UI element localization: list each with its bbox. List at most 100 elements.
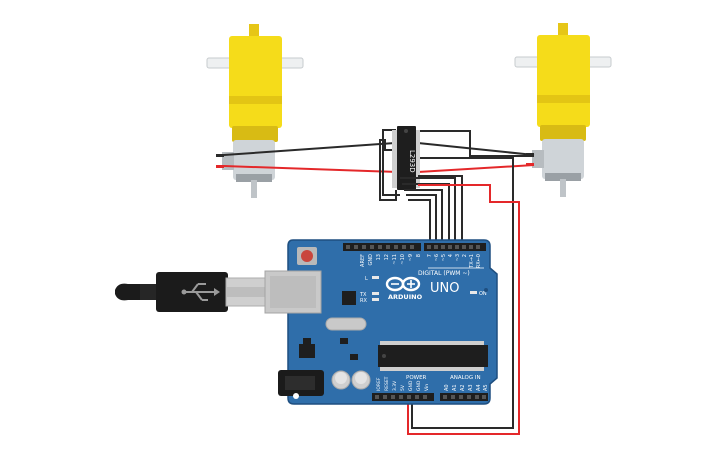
atmega-notch (382, 354, 386, 358)
pin-label-11: ~11 (392, 254, 398, 265)
pin-label-a2: A2 (460, 384, 466, 391)
led-on-label: ON (479, 291, 487, 297)
arduino-brand: ARDUINO (388, 293, 423, 301)
mount-hole-1 (293, 393, 299, 399)
capacitor-2-top (355, 372, 367, 384)
power-pin-labels: IOREF RESET 3.3V 5V GND GND Vin (376, 376, 430, 391)
pin-label-reset: RESET (384, 376, 390, 391)
right-motor-neck (540, 125, 586, 141)
right-motor-top-cap (558, 23, 568, 37)
bottom-header-holes (375, 395, 486, 399)
wire-chip-right-black (411, 157, 514, 429)
wire-right-motor-red (417, 164, 535, 173)
right-motor-body (542, 139, 584, 179)
analog-header-label: ANALOG IN (450, 375, 481, 381)
l293d-chip[interactable]: L293D (392, 126, 420, 190)
left-motor-gearbox-shade (229, 96, 282, 104)
power-jack-inner (285, 376, 315, 390)
analog-header (440, 393, 488, 401)
chip-body (397, 126, 416, 190)
left-motor-axle (251, 180, 257, 198)
smd-part-2 (350, 354, 358, 360)
board-model: UNO (430, 281, 459, 296)
wire-signal-1 (400, 177, 456, 246)
chip-pins-right (414, 130, 420, 188)
led-tx (372, 292, 379, 295)
pin-label-3v3: 3.3V (392, 380, 398, 391)
wire-right-motor-black-2 (396, 130, 534, 157)
analog-pin-labels: A0 A1 A2 A3 A4 A5 (444, 384, 489, 391)
usb-controller-chip (342, 291, 356, 305)
usb-cable-strain (140, 284, 160, 300)
digital-pin-labels: AREF GND 13 12 ~11 ~10 ~9 8 7 ~6 ~5 4 ~3… (360, 254, 482, 269)
left-motor-body (233, 140, 275, 180)
signal-wires (400, 175, 463, 246)
pin-label-0: RX←0 (476, 254, 482, 268)
right-motor[interactable] (514, 23, 612, 197)
crystal (325, 317, 367, 331)
pin-label-4: 4 (448, 254, 454, 257)
pin-label-gnd-1: GND (408, 380, 414, 391)
arduino-uno-board[interactable]: AREF GND 13 12 ~11 ~10 ~9 8 7 ~6 ~5 4 ~3… (115, 239, 498, 405)
wire-signal-4 (406, 194, 437, 246)
wire-right-motor-black-1 (417, 142, 535, 156)
pin-label-a0: A0 (444, 384, 450, 391)
wire-signal-5 (408, 199, 431, 246)
wire-chip-ground-loop (379, 139, 397, 201)
digital-header-label: DIGITAL (PWM ~) (418, 270, 470, 277)
left-motor-neck (232, 126, 278, 142)
led-l-label: L (365, 276, 368, 282)
atmega-chip (378, 345, 488, 367)
right-motor-axle (560, 179, 566, 197)
right-motor-terminal (532, 150, 544, 168)
pin-label-13: 13 (376, 254, 382, 260)
wire-signal-6 (418, 175, 463, 246)
pin-label-7: 7 (427, 254, 433, 257)
pin-label-3: ~3 (455, 254, 461, 261)
led-rx-label: RX (360, 298, 367, 304)
led-on (470, 291, 477, 294)
arduino-logo-icon (385, 276, 421, 292)
reset-button[interactable] (301, 250, 313, 262)
right-motor-cap (545, 173, 581, 181)
pin-label-5: ~5 (441, 254, 447, 261)
led-tx-label: TX (359, 292, 367, 298)
pin-label-8: 8 (416, 254, 422, 257)
voltage-regulator (299, 344, 315, 358)
pin-label-a4: A4 (476, 384, 482, 391)
atmega-pins (380, 341, 484, 371)
left-motor-pin-black (216, 154, 224, 157)
led-l (372, 276, 379, 279)
pin-label-ioref: IOREF (376, 377, 382, 391)
usb-icon (181, 283, 220, 301)
capacitor-1-top (335, 372, 347, 384)
pin-label-10: ~10 (400, 254, 406, 265)
chip-pins-left (392, 130, 398, 188)
pin-label-a5: A5 (483, 384, 489, 391)
smd-part-1 (340, 338, 348, 344)
pin-label-9: ~9 (408, 254, 414, 261)
chip-notch (404, 129, 408, 133)
left-motor-gearbox (229, 36, 282, 128)
led-rx (372, 298, 379, 301)
wire-power-red (407, 184, 520, 435)
voltage-regulator-tab (303, 338, 311, 344)
pin-label-6: ~6 (434, 254, 440, 261)
pin-label-2: 2 (462, 254, 468, 257)
left-motor[interactable] (206, 24, 304, 198)
chip-label: L293D (408, 150, 416, 173)
digital-header-holes (346, 245, 480, 249)
wire-chip-top-loop (382, 129, 400, 196)
pin-label-a1: A1 (452, 384, 458, 391)
pin-label-gnd-2: GND (416, 380, 422, 391)
right-motor-gearbox-shade (537, 95, 590, 103)
mount-hole-2 (484, 288, 488, 292)
pin-label-12: 12 (384, 254, 390, 260)
left-motor-top-cap (249, 24, 259, 38)
pin-label-1: TX→1 (469, 254, 475, 269)
pin-label-aref: AREF (360, 254, 366, 267)
pin-label-gnd: GND (368, 254, 374, 266)
pin-label-5v: 5V (400, 384, 406, 391)
pin-label-vin: Vin (424, 384, 430, 391)
